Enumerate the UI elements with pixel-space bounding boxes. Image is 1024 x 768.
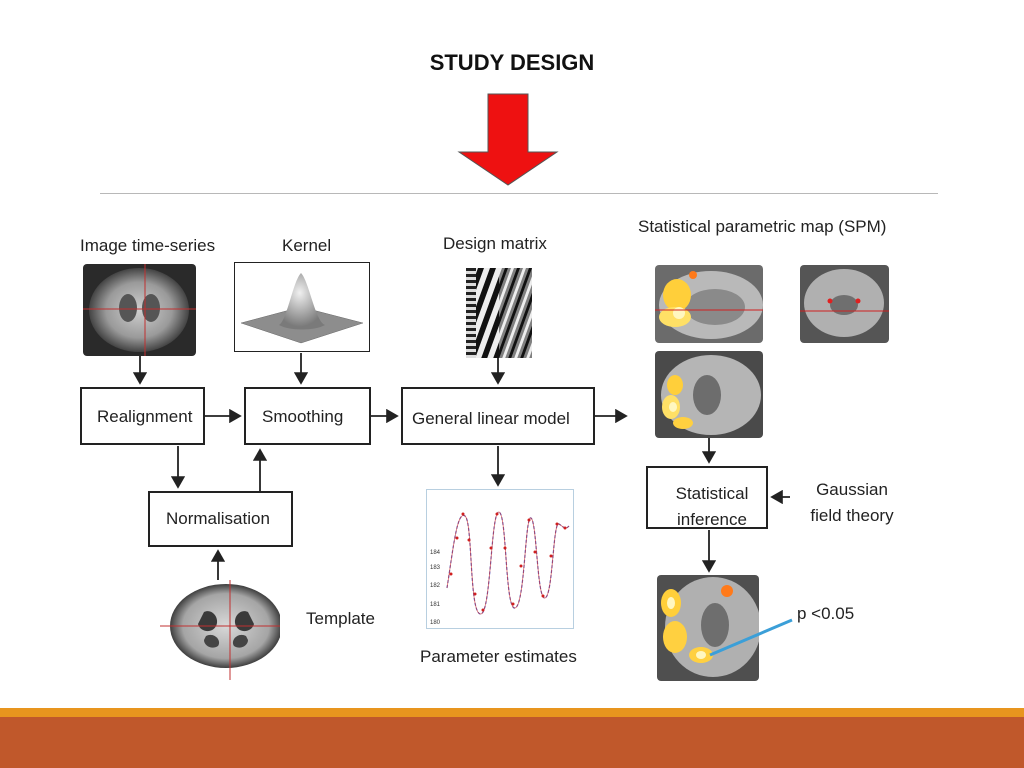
spm-result-image <box>657 575 759 681</box>
plot-ytick: 183 <box>430 565 441 571</box>
normalisation-box <box>148 491 293 547</box>
parameter-estimates-label: Parameter estimates <box>420 647 577 666</box>
smoothing-box <box>244 387 371 445</box>
parameter-estimates-plot: 184 183 182 181 180 <box>426 489 574 629</box>
realignment-box <box>80 387 205 445</box>
page-title: STUDY DESIGN <box>429 50 595 75</box>
spm-label: Statistical parametric map (SPM) <box>638 217 887 236</box>
kernel-label: Kernel <box>282 236 332 255</box>
realignment-label: Realignment <box>97 407 193 426</box>
normalisation-label: Normalisation <box>166 509 270 528</box>
design-matrix-image <box>466 268 532 358</box>
plot-ytick: 182 <box>430 583 441 589</box>
smoothing-label: Smoothing <box>262 407 344 426</box>
statistical-inference-box <box>646 466 768 529</box>
p-value-label: p <0.05 <box>797 604 855 623</box>
template-brain-image <box>160 580 280 680</box>
brain-time-series-image <box>83 264 196 356</box>
down-arrow-icon <box>457 93 559 186</box>
general-linear-model-label: General linear model <box>412 409 570 428</box>
footer-accent-band <box>0 708 1024 717</box>
spm-axial-image <box>655 351 763 438</box>
spm-coronal-image <box>800 265 889 343</box>
footer-bar <box>0 717 1024 768</box>
gaussian-field-theory-label: Gaussian field theory <box>810 480 894 525</box>
kernel-image <box>234 262 370 352</box>
plot-ytick: 180 <box>430 620 441 626</box>
divider <box>100 193 938 194</box>
plot-ytick: 184 <box>430 550 441 556</box>
plot-ytick: 181 <box>430 602 441 608</box>
template-label: Template <box>306 609 375 628</box>
statistical-inference-label: Statistical inference <box>675 484 749 529</box>
design-matrix-label: Design matrix <box>443 234 547 253</box>
spm-sagittal-image <box>655 265 763 343</box>
general-linear-model-box <box>401 387 595 445</box>
image-time-series-label: Image time-series <box>80 236 216 255</box>
